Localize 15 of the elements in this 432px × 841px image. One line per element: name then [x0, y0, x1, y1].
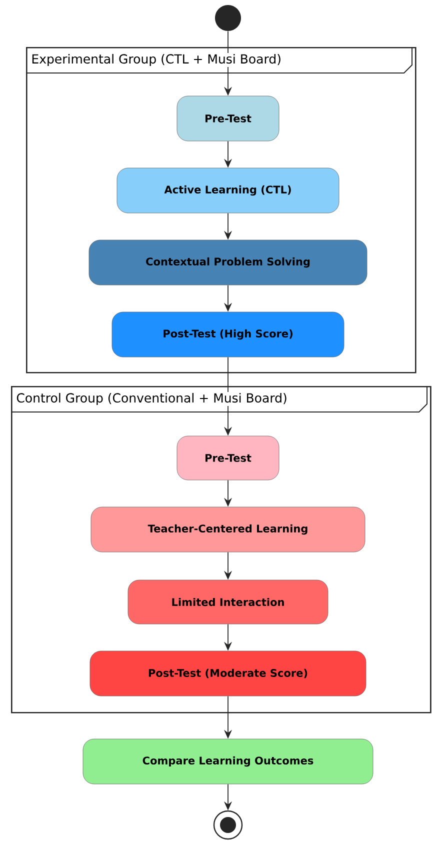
- group-title: Experimental Group (CTL + Musi Board): [30, 52, 282, 68]
- activity-box: Active Learning (CTL): [116, 168, 340, 214]
- activity-box: Contextual Problem Solving: [88, 240, 368, 286]
- group-title: Control Group (Conventional + Musi Board): [15, 392, 288, 406]
- activity-box: Limited Interaction: [128, 580, 328, 624]
- activity-box: Post-Test (High Score): [112, 312, 344, 358]
- group-frame: [10, 386, 432, 714]
- activity-box: Compare Learning Outcomes: [82, 738, 374, 784]
- activity-box: Post-Test (Moderate Score): [90, 650, 366, 696]
- group-frame: [26, 46, 416, 374]
- activity-box: Teacher-Centered Learning: [90, 506, 366, 552]
- activity-box: Pre-Test: [176, 436, 280, 480]
- activity-box: Pre-Test: [176, 96, 280, 142]
- start-node: [215, 5, 241, 31]
- end-node: [213, 810, 243, 840]
